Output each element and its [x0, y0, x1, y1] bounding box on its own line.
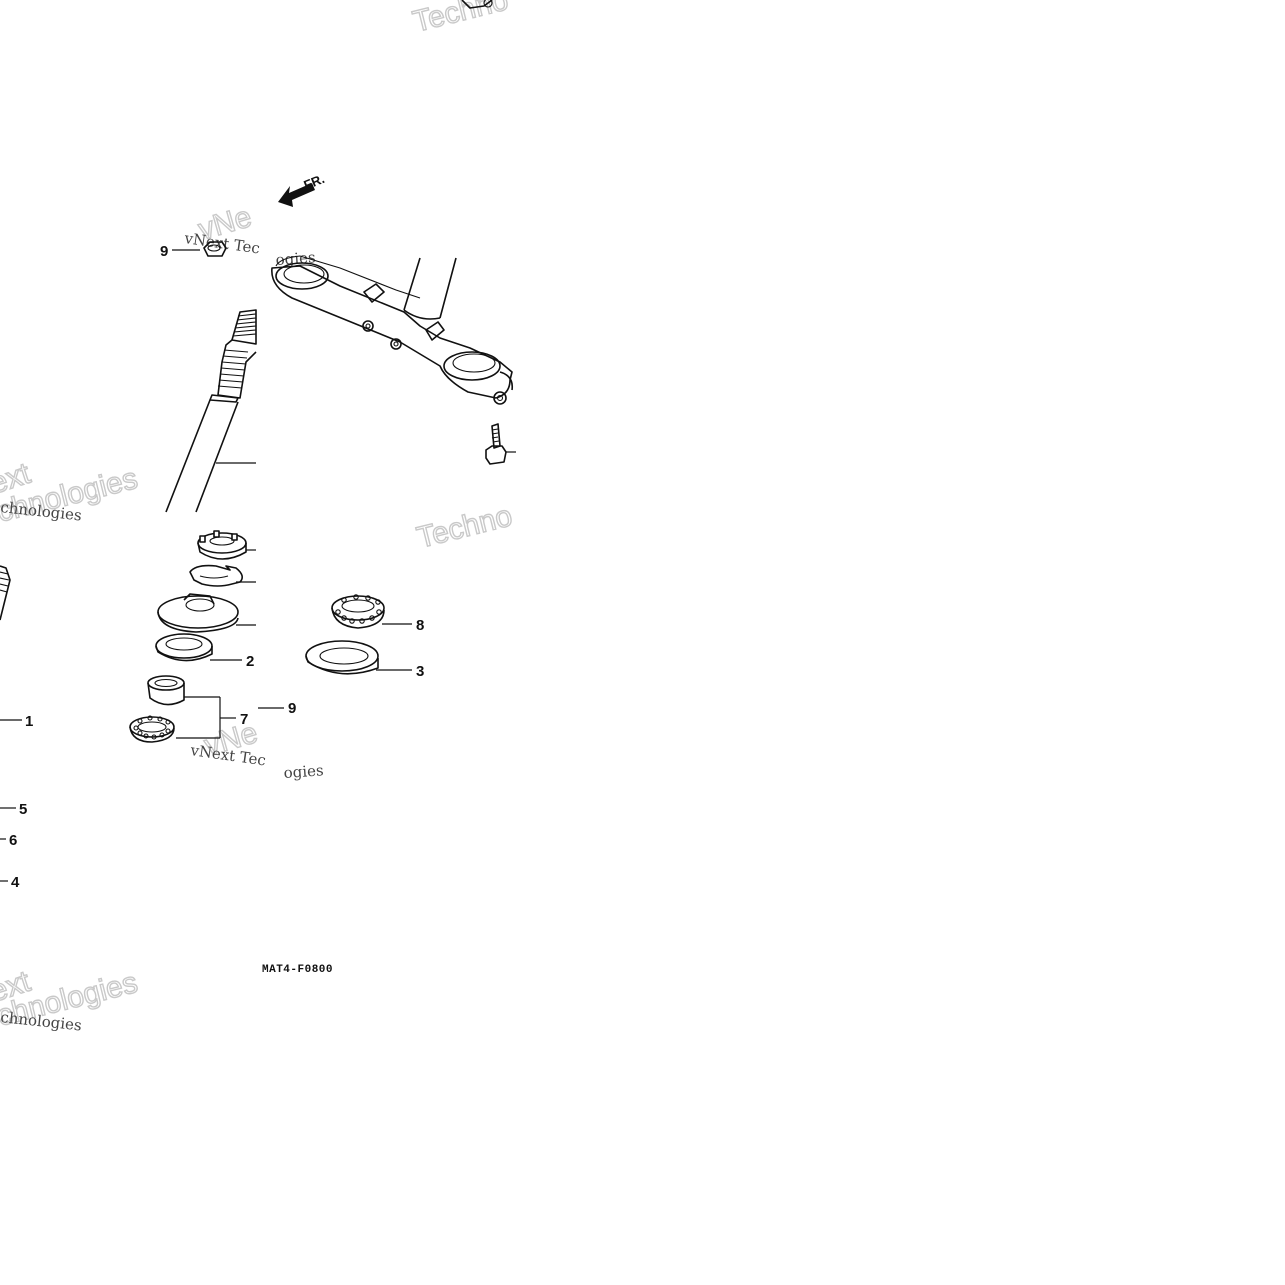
bearing-adjust-nut — [157, 593, 256, 633]
front-direction-label: FR. — [302, 171, 327, 193]
callout-9-mid-group: 9 — [258, 700, 296, 717]
left-edge-fragment: 1 5 6 4 — [0, 565, 33, 891]
watermark-text: ogies — [283, 761, 324, 782]
steering-stem-nut: 9 — [160, 241, 227, 260]
steering-bearing-lower — [129, 715, 175, 743]
watermark-text: Techno — [414, 499, 516, 554]
callout-7-bracket: 7 — [176, 696, 248, 739]
front-direction-arrow: FR. — [278, 171, 327, 207]
steering-stem-shaft — [165, 309, 257, 513]
pinch-bolt — [485, 423, 516, 465]
callout-4: 4 — [11, 874, 20, 891]
steering-bearing-upper: 8 — [331, 594, 424, 634]
lock-washer — [189, 564, 256, 587]
callout-3: 3 — [416, 663, 424, 680]
callout-8: 8 — [416, 617, 424, 634]
callout-1: 1 — [25, 713, 33, 730]
upper-fork-bridge — [271, 255, 514, 405]
callout-2: 2 — [246, 653, 254, 670]
callout-5: 5 — [19, 801, 27, 818]
dust-seal: 2 — [155, 633, 254, 670]
watermark-text: Techno — [410, 0, 512, 39]
callout-7: 7 — [240, 711, 248, 728]
figure-code: MAT4-F0800 — [262, 964, 333, 976]
bearing-race — [147, 675, 185, 706]
callout-9-top: 9 — [160, 243, 168, 260]
stem-lock-nut — [197, 530, 256, 560]
watermark-layer: Techno vNe vNext Tec ogies ext chnologie… — [0, 0, 516, 1035]
steering-race-upper: 3 — [305, 640, 424, 680]
top-bolt-fragment — [461, 0, 493, 9]
callout-6: 6 — [9, 832, 17, 849]
callout-9-mid: 9 — [288, 700, 296, 717]
